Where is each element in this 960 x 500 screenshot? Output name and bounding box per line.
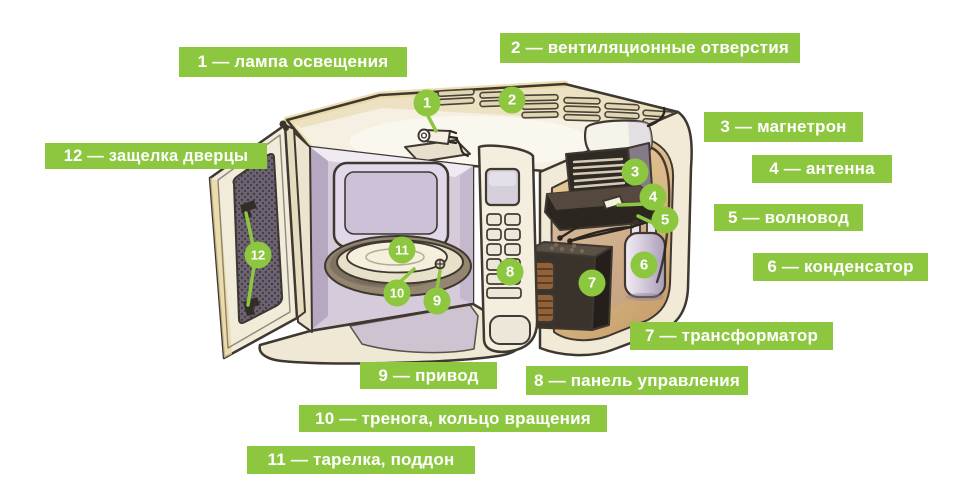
- control-panel: [477, 144, 539, 354]
- label-waveguide: 5 — волновод: [714, 204, 863, 231]
- lamp-assembly: [404, 128, 471, 163]
- badge-11: 11: [388, 236, 416, 264]
- badge-2: 2: [498, 86, 526, 114]
- hinge-pin: [283, 125, 289, 131]
- badge-5-number: 5: [661, 212, 669, 229]
- label-antenna: 4 — антенна: [752, 155, 892, 183]
- badge-1: 1: [413, 89, 441, 117]
- badge-9: 9: [423, 287, 451, 315]
- label-magnetron: 3 — магнетрон: [704, 112, 863, 142]
- oven-top: [279, 80, 680, 174]
- badge-1-number: 1: [423, 95, 431, 112]
- label-capacitor: 6 — конденсатор: [753, 253, 928, 281]
- label-drive: 9 — привод: [360, 362, 497, 389]
- badge-12-number: 12: [251, 248, 265, 263]
- label-control-panel: 8 — панель управления: [526, 366, 748, 395]
- label-door-latch: 12 — защелка дверцы: [45, 143, 267, 169]
- badge-10-number: 10: [390, 286, 404, 301]
- badge-7-number: 7: [588, 275, 596, 292]
- badge-4-number: 4: [649, 189, 658, 206]
- waveguide: [544, 185, 656, 231]
- badge-10: 10: [383, 279, 411, 307]
- badges: 1 2 3 4 5 6 7 8 9 10 11 12: [244, 86, 679, 315]
- badge-5: 5: [651, 206, 679, 234]
- wires: [557, 106, 671, 284]
- badge-4: 4: [639, 183, 667, 211]
- oven-cavity: [308, 145, 475, 333]
- badge-6-number: 6: [640, 257, 648, 274]
- badge-6: 6: [630, 251, 658, 279]
- badge-11-number: 11: [395, 243, 409, 258]
- component-bay: [523, 106, 693, 357]
- badge-7: 7: [578, 269, 606, 297]
- badge-9-number: 9: [433, 293, 441, 310]
- badge-8: 8: [496, 258, 524, 286]
- badge-3-number: 3: [631, 164, 639, 181]
- badge-12: 12: [244, 241, 272, 269]
- label-lamp: 1 — лампа освещения: [179, 47, 407, 77]
- label-transformer: 7 — трансформатор: [630, 322, 833, 350]
- badge-8-number: 8: [506, 264, 514, 281]
- label-plate-tray: 11 — тарелка, поддон: [247, 446, 475, 474]
- label-vents: 2 — вентиляционные отверстия: [500, 33, 800, 63]
- badge-2-number: 2: [508, 92, 516, 109]
- door-latch-top: [240, 200, 257, 219]
- label-turntable-ring: 10 — тренога, кольцо вращения: [299, 405, 607, 432]
- badge-3: 3: [621, 158, 649, 186]
